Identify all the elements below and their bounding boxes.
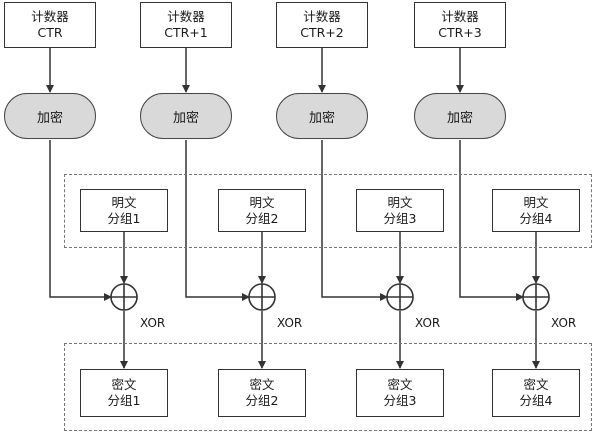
counter-box-3: 计数器 CTR+2 — [276, 2, 368, 48]
xor-label-1: XOR — [140, 316, 166, 330]
ciphertext-group — [64, 343, 592, 431]
counter-value: CTR+2 — [300, 25, 344, 40]
xor-label-4: XOR — [551, 316, 577, 330]
counter-value: CTR+3 — [438, 25, 482, 40]
plaintext-label: 明文 — [387, 194, 413, 210]
encrypt-block-1: 加密 — [4, 93, 96, 139]
ciphertext-block-4: 密文 分组4 — [492, 369, 580, 417]
counter-value: CTR+1 — [164, 25, 208, 40]
plaintext-block-3: 明文 分组3 — [356, 189, 444, 232]
ciphertext-label: 密文 — [111, 377, 137, 392]
xor-label-2: XOR — [277, 316, 303, 330]
xor-label-3: XOR — [415, 316, 441, 330]
encrypt-label: 加密 — [172, 110, 199, 126]
xor-symbol-3 — [386, 283, 414, 311]
plaintext-block-1: 明文 分组1 — [80, 189, 168, 232]
encrypt-label: 加密 — [446, 110, 473, 126]
xor-symbol-4 — [522, 283, 550, 311]
ciphertext-block-3: 密文 分组3 — [356, 369, 444, 417]
counter-box-2: 计数器 CTR+1 — [140, 2, 232, 48]
ciphertext-block-2: 密文 分组2 — [218, 369, 306, 417]
encrypt-block-2: 加密 — [140, 93, 232, 139]
encrypt-label: 加密 — [36, 110, 63, 126]
plaintext-block-2: 明文 分组2 — [218, 189, 306, 232]
counter-label: 计数器 — [31, 9, 69, 24]
ciphertext-label: 密文 — [387, 377, 413, 392]
ciphertext-index: 分组3 — [383, 393, 417, 408]
counter-box-4: 计数器 CTR+3 — [414, 2, 506, 48]
counter-value: CTR — [37, 25, 63, 40]
ciphertext-label: 密文 — [523, 377, 549, 392]
plaintext-block-4: 明文 分组4 — [492, 189, 580, 232]
xor-symbol-1 — [110, 283, 138, 311]
plaintext-label: 明文 — [249, 194, 275, 210]
xor-symbol-2 — [248, 283, 276, 311]
plaintext-label: 明文 — [111, 194, 137, 210]
counter-box-1: 计数器 CTR — [4, 2, 96, 48]
ciphertext-index: 分组1 — [107, 393, 141, 408]
counter-label: 计数器 — [303, 9, 341, 24]
encrypt-block-3: 加密 — [276, 93, 368, 139]
plaintext-index: 分组2 — [245, 210, 279, 226]
ciphertext-index: 分组4 — [519, 393, 553, 408]
plaintext-index: 分组1 — [107, 210, 141, 226]
ciphertext-block-1: 密文 分组1 — [80, 369, 168, 417]
arrow-encrypt-to-xor-3 — [321, 140, 388, 301]
plaintext-index: 分组3 — [383, 210, 417, 226]
arrow-encrypt-to-xor-1 — [49, 140, 112, 301]
plaintext-group — [64, 174, 592, 248]
encrypt-block-4: 加密 — [414, 93, 506, 139]
ciphertext-label: 密文 — [249, 377, 275, 392]
counter-label: 计数器 — [167, 9, 205, 24]
encrypt-label: 加密 — [308, 110, 335, 126]
ciphertext-index: 分组2 — [245, 393, 279, 408]
arrow-encrypt-to-xor-4 — [459, 140, 524, 301]
plaintext-index: 分组4 — [519, 210, 553, 226]
arrow-encrypt-to-xor-2 — [185, 140, 250, 301]
plaintext-label: 明文 — [523, 194, 549, 210]
counter-label: 计数器 — [441, 9, 479, 24]
